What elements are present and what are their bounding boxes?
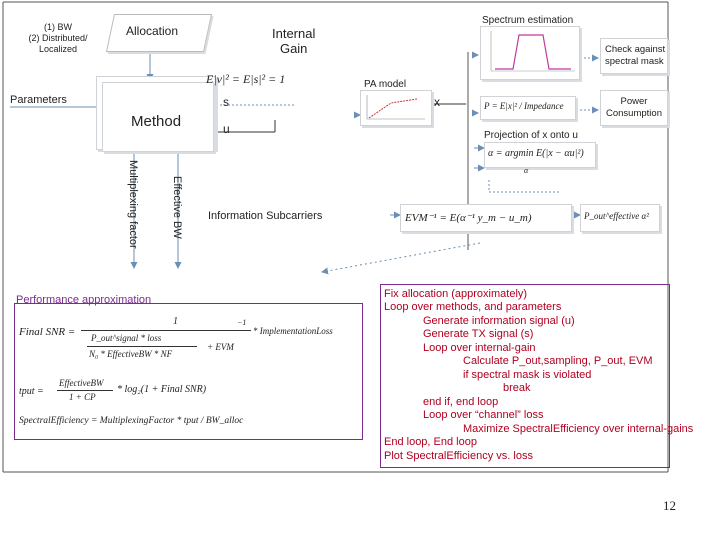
algo-line: Maximize SpectralEfficiency over interna… (463, 423, 694, 435)
impedance-box: P = E|x|² / Impedance (480, 96, 576, 120)
allocation-title: Allocation (126, 24, 179, 38)
spectrum-box (480, 26, 580, 80)
power-consumption-label: Power Consumption (606, 96, 662, 119)
impedance-equation: P = E|x|² / Impedance (484, 101, 564, 111)
algo-line: Loop over “channel” loss (423, 409, 544, 421)
algorithm-box: Fix allocation (approximately) Loop over… (380, 284, 693, 468)
evm-equation: EVM⁻¹ = E(α⁻¹ y_m − u_m) (405, 212, 532, 224)
algo-line: end if, end loop (423, 396, 499, 408)
tput-left: tput = (19, 386, 44, 397)
signal-u-label: u (223, 122, 230, 136)
tput-denominator: 1 + CP (69, 392, 96, 402)
pa-curve-icon (366, 95, 425, 120)
tput-tail: * log₂(1 + Final SNR) (117, 384, 207, 395)
projection-title: Projection of x onto u (484, 130, 578, 141)
page-number: 12 (663, 498, 676, 513)
info-subcarriers-label: Information Subcarriers (208, 210, 323, 222)
snr-exponent: −1 (237, 318, 247, 327)
method-title: Method (131, 113, 182, 130)
algo-line: break (503, 382, 531, 394)
tput-numerator: EffectiveBW (59, 378, 104, 388)
method-equation: E|v|² = E|s|² = 1 (206, 72, 286, 86)
power-consumption-box: Power Consumption (600, 90, 668, 126)
x-label: x (434, 95, 440, 109)
algo-line: End loop, End loop (384, 436, 477, 448)
algo-line: Loop over methods, and parameters (384, 301, 562, 313)
effective-bw-label: Effective BW (171, 176, 183, 239)
snr-fraction-bar (81, 330, 251, 331)
snr-tail: + EVM (207, 342, 234, 352)
pa-model-label: PA model (364, 79, 407, 90)
snr-inner-bar (87, 346, 197, 347)
pa-model-box (360, 90, 432, 126)
internal-gain-label: Internal Gain (272, 26, 316, 56)
spectral-mask-box: Check against spectral mask (600, 38, 668, 74)
evm-box: EVM⁻¹ = E(α⁻¹ y_m − u_m) (400, 204, 572, 232)
algo-line: Generate information signal (u) (423, 315, 575, 327)
p-effective-equation: P_out^effective α² (584, 211, 649, 221)
snr-impl-loss: * ImplementationLoss (253, 326, 333, 336)
performance-box: Final SNR = 1 P_out^signal * loss N₀ * E… (14, 303, 363, 440)
algo-line: Loop over internal-gain (423, 342, 536, 354)
alpha-subscript: α (524, 166, 529, 175)
snr-numerator: 1 (173, 316, 178, 327)
algo-line: Calculate P_out,sampling, P_out, EVM (463, 355, 653, 367)
algo-line: Plot SpectralEfficiency vs. loss (384, 450, 533, 462)
multiplexing-factor-label: Multiplexing factor (127, 160, 139, 249)
snr-frac-numerator: P_out^signal * loss (91, 333, 162, 343)
alpha-box: α = argmin E(|x − αu|²) (484, 142, 596, 168)
signal-s-label: s (223, 95, 229, 109)
algo-line: if spectral mask is violated (463, 369, 592, 381)
spectrum-plot-icon (490, 31, 575, 72)
alpha-equation: α = argmin E(|x − αu|²) (488, 148, 584, 159)
spectral-mask-label: Check against spectral mask (605, 44, 666, 67)
spectral-efficiency-equation: SpectralEfficiency = MultiplexingFactor … (19, 416, 244, 426)
spectrum-title: Spectrum estimation (482, 15, 574, 26)
algo-line: Fix allocation (approximately) (384, 288, 528, 300)
snr-frac-denominator: N₀ * EffectiveBW * NF (89, 349, 173, 359)
snr-left: Final SNR = (19, 326, 76, 338)
allocation-options: (1) BW (2) Distributed/ Localized (28, 22, 88, 54)
algo-line: Generate TX signal (s) (423, 328, 534, 340)
method-box: Method (102, 82, 214, 152)
p-effective-box: P_out^effective α² (580, 204, 660, 232)
parameters-label: Parameters (10, 94, 67, 106)
tput-fraction-bar (57, 390, 113, 391)
